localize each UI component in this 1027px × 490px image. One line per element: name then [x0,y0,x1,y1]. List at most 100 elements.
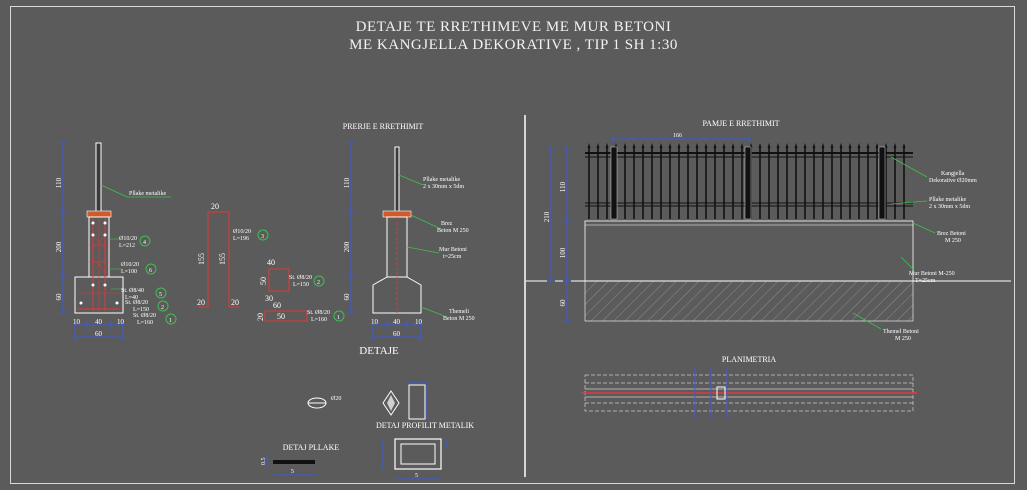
fence-picket-tip [659,143,663,148]
fence-picket-tip [641,143,645,148]
fence-picket-tip [803,143,807,148]
dim-60-bottom-left: 60 [95,330,103,338]
label-themel-section-2: Beton M 250 [443,316,475,322]
fence-picket-tip [650,143,654,148]
fence-picket-tip [668,143,672,148]
bar3-bottom-left: 20 [197,298,205,307]
fence-picket-tip [884,143,888,148]
marker-2-bar: 2 [317,280,320,286]
fence-picket-tip [749,143,753,148]
label-pllake-section-1: Pllake metalike [423,177,460,183]
cad-drawing: PRERJE E RRETHIMIT PAMJE E RRETHIMIT DET… [55,115,1011,480]
fence-picket-tip [722,143,726,148]
fence-picket-tip [686,143,690,148]
label-brez-section-2: Beton M 250 [437,228,469,234]
dim-10a-left: 10 [73,318,81,326]
marker-3: 3 [261,234,264,240]
marker-1-bar: 1 [337,315,340,321]
label-pllake-metalike-left: Pllake metalike [129,191,166,197]
label-mur-elev-2: T=25cm [915,278,936,284]
bar1-label-b: L=160 [311,317,327,323]
drawing-sheet: DETAJE TE RRETHIMEVE ME MUR BETONI ME KA… [10,6,1015,484]
circle-label: Ø20 [331,396,341,402]
fence-picket-tip [731,143,735,148]
fence-pickets [587,143,906,219]
fence-picket-tip [695,143,699,148]
marker-1-left: 1 [169,318,172,324]
fence-picket-tip [596,143,600,148]
label-brez-section-1: Brez [441,221,453,227]
label-r6b: L=100 [121,269,137,275]
fence-picket-tip [632,143,636,148]
elevation-view: 166 210 110 100 60 Kangjella Dekorative … [526,133,1011,342]
dim-110-left: 110 [55,177,63,188]
fence-picket-tip [677,143,681,148]
small-details: Ø20 5 5 0.5 [261,382,448,480]
label-pllake-elev-1: Pllake metalike [929,197,966,203]
dim-166: 166 [673,133,682,139]
sheet-title-line-1: DETAJE TE RRETHIMEVE ME MUR BETONI [355,19,672,35]
label-mur-elev-1: Mur Betoni M-250 [909,271,955,277]
fence-picket-tip [605,143,609,148]
dim-40-left: 40 [95,318,103,326]
sheet-title-line-2: ME KANGJELLA DEKORATIVE , TIP 1 SH 1:30 [349,37,678,53]
fence-picket-tip [713,143,717,148]
fence-picket-tip [623,143,627,148]
marker-4: 4 [143,240,146,246]
dim-40-section: 40 [393,318,401,326]
label-r2a: St. Ø8/20 [125,300,148,306]
dim-10b-left: 10 [117,318,125,326]
label-kangjella-2: Dekorative Ø20mm [929,178,977,184]
dim-10b-section: 10 [415,318,423,326]
fence-picket-tip [587,143,591,148]
fence-picket-tip [740,143,744,148]
fence-picket-tip [776,143,780,148]
section-detail: 110 200 60 10 40 10 60 Pllake metalike 2… [343,142,475,341]
label-r1b: L=160 [137,320,153,326]
bar1-top: 60 [273,301,281,310]
fence-picket-tip [704,143,708,148]
fence-picket-tip [902,143,906,148]
dim-60-elev: 60 [559,299,567,307]
label-themel-elev-1: Themel Betoni [883,329,919,335]
label-r6a: Ø10/20 [121,262,139,268]
bar3-bottom-right: 20 [231,298,239,307]
fence-picket-tip [794,143,798,148]
label-r4a: Ø10/20 [119,236,137,242]
label-r5b: L=40 [125,295,138,301]
bar1-left: 20 [256,313,265,321]
label-mur-section-2: t=25cm [443,254,462,260]
dim-110-section: 110 [343,177,351,188]
bar1-label-a: St. Ø8/20 [307,310,330,316]
dim-10a-section: 10 [371,318,379,326]
fence-picket-tip [839,143,843,148]
label-themel-elev-2: M 250 [895,336,911,342]
section-title-detaje: DETAJE [359,345,399,357]
fence-picket-tip [866,143,870,148]
section-title-detaj-profilit: DETAJ PROFILIT METALIK [376,421,474,430]
dim-110-elev: 110 [559,181,567,192]
bar3-label-a: Ø10/20 [233,229,251,235]
dim-200-left: 200 [55,241,63,252]
post-bar [95,142,102,214]
label-pllake-elev-2: 2 x 30mm x 5dm [929,204,970,210]
fence-picket-tip [875,143,879,148]
section-title-planimetria: PLANIMETRIA [722,355,776,364]
bar2-left: 50 [259,277,268,285]
fence-picket-tip [848,143,852,148]
fence-picket-tip [812,143,816,148]
label-mur-section-1: Mur Betoni [439,247,467,253]
label-brez-elev-2: M 250 [945,238,961,244]
bar1-mid: 50 [277,312,285,321]
bar-shapes: 20 155 155 20 20 Ø10/20 L=196 3 40 50 30… [197,202,345,323]
label-r4b: L=212 [119,243,135,249]
bar3-right: 155 [218,253,227,265]
top-plate [86,210,112,218]
label-kangjella-1: Kangjella [941,171,965,177]
fence-picket-tip [614,143,618,148]
label-brez-elev-1: Brez Betoni [937,231,966,237]
profile-width: 5 [415,473,418,479]
marker-2-left: 2 [161,305,164,311]
dim-100-elev: 100 [559,247,567,258]
plate-width: 5 [291,469,294,475]
